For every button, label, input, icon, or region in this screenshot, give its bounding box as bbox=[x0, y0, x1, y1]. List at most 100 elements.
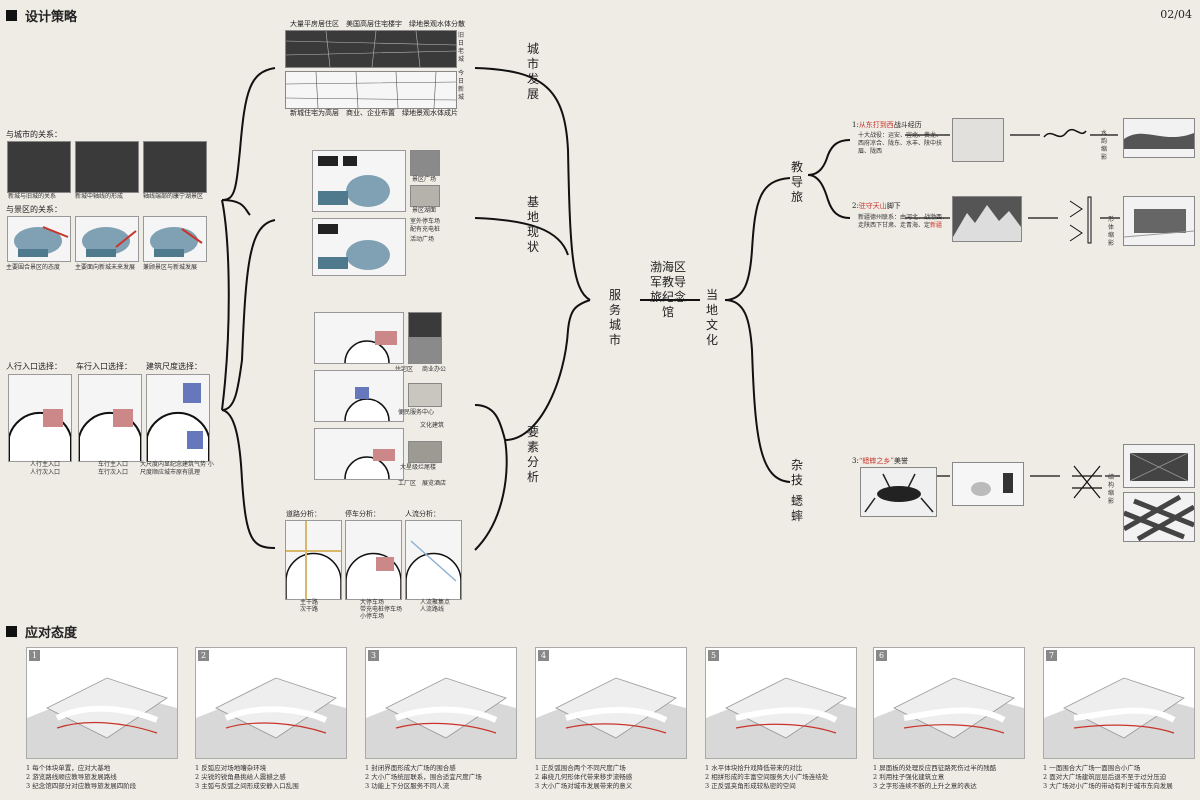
city-dev-top-caption: 大量平房居住区 美国高层住宅楼宇 绿地景观水体分散 bbox=[290, 20, 465, 28]
structure-render-building bbox=[1123, 444, 1195, 488]
car-entrance-plan bbox=[78, 374, 142, 462]
scenic-plan-3 bbox=[143, 216, 207, 262]
scale-plan bbox=[146, 374, 210, 462]
scenic-relation-title: 与景区的关系： bbox=[6, 205, 62, 214]
culture-item-1-body: 十大战役：运安、宜北、黄龙、西府凉合、陇东、水丰、陕中扶眉、陇西 bbox=[858, 132, 943, 155]
response-line: 1 封闭界面形成大广场的围合感 bbox=[365, 764, 456, 772]
ped-legend-main: 人行主入口 bbox=[30, 461, 61, 468]
culture-item-2-body: 新疆德州联系：由河北、战渤西、走陕西下甘肃、走青海、定新疆 bbox=[858, 214, 949, 229]
site-plan-2 bbox=[312, 218, 406, 276]
scenic-plan-1 bbox=[7, 216, 71, 262]
water-form-render bbox=[1123, 118, 1195, 158]
axonometric-sketch bbox=[196, 677, 346, 758]
city-relation-title: 与城市的关系： bbox=[6, 130, 62, 139]
response-number: 5 bbox=[708, 650, 719, 661]
element-plan-3 bbox=[314, 428, 404, 480]
people-legend-gather: 人流聚集点 bbox=[420, 599, 451, 606]
car-legend-sub: 车行次入口 bbox=[98, 469, 129, 476]
response-line: 2 串绕几何形体代带来移步流畅感 bbox=[535, 773, 633, 781]
parking-legend-charging: 带充电桩停车场 bbox=[360, 606, 403, 613]
axonometric-sketch bbox=[366, 677, 516, 758]
section-header-response: 应对态度 bbox=[6, 622, 77, 641]
response-line: 3 大广场对小广场的带动有利于城市东向发展 bbox=[1043, 782, 1173, 790]
site-label-activity: 活动广场 bbox=[410, 236, 435, 243]
header-square-icon bbox=[6, 10, 17, 21]
response-number: 4 bbox=[538, 650, 549, 661]
element-photo-3 bbox=[408, 383, 442, 407]
cricket-cage-photo bbox=[952, 462, 1024, 506]
cricket-label: 蟋蟀 bbox=[790, 494, 803, 523]
response-line: 3 功能上下分区服务不同人流 bbox=[365, 782, 450, 790]
axonometric-sketch bbox=[1044, 677, 1194, 758]
culture-item-3-heading: 3:“蟋蟀之乡”美誉 bbox=[852, 457, 908, 465]
response-line: 1 反弧应对场地嘈杂环境 bbox=[195, 764, 267, 772]
local-culture-label: 当地文化 bbox=[705, 288, 718, 347]
element-label-hotel: 展览酒店 bbox=[422, 480, 447, 487]
response-diagram-5: 5 bbox=[705, 647, 857, 759]
axonometric-sketch bbox=[27, 677, 177, 758]
response-line: 2 相拼形成的丰富空间服务大小广场连结处 bbox=[705, 773, 829, 781]
response-line: 3 纪念馆四部分对应教导旅发展四阶段 bbox=[26, 782, 137, 790]
site-status-label: 基地现状 bbox=[526, 195, 539, 254]
city-relation-map-3 bbox=[143, 141, 207, 193]
response-diagram-6: 6 bbox=[873, 647, 1025, 759]
parking-legend-large: 大停车场 bbox=[360, 599, 385, 606]
site-photo-lake bbox=[410, 185, 440, 207]
old-city-label: 旧日老城 bbox=[458, 32, 465, 63]
ped-entrance-plan bbox=[8, 374, 72, 462]
new-city-map bbox=[285, 71, 457, 109]
site-photo-plaza bbox=[410, 150, 440, 176]
scale-legend: 大尺度内显纪念建筑气势 小尺度顺应城市原有肌理 bbox=[140, 461, 214, 476]
new-city-label: 今日新城 bbox=[458, 70, 465, 101]
city-relation-map-2 bbox=[75, 141, 139, 193]
response-line: 2 大小广场统层联系，围合适宜尺度广场 bbox=[365, 773, 482, 781]
element-label-culture: 文化建筑 bbox=[420, 422, 445, 429]
brigade-label: 教导旅 bbox=[790, 160, 803, 204]
section-header-strategy: 设计策略 bbox=[6, 6, 77, 25]
city-relation-caption-1: 新城与旧城的关系 bbox=[8, 193, 57, 200]
elements-analysis-label: 要素分析 bbox=[526, 425, 539, 484]
parking-plan bbox=[345, 520, 402, 600]
element-label-residential: 住宅区 bbox=[395, 366, 414, 373]
header-square-icon-2 bbox=[6, 626, 17, 637]
site-label-plaza: 景区广场 bbox=[412, 176, 437, 183]
road-legend-sub: 次干路 bbox=[300, 606, 319, 613]
response-line: 2 游览路线顺应教导旅发展路线 bbox=[26, 773, 117, 781]
scale-title: 建筑尺度选择： bbox=[146, 362, 202, 371]
city-relation-map-1 bbox=[7, 141, 71, 193]
response-line: 2 尖锐的锐角悬挑给人震撼之感 bbox=[195, 773, 286, 781]
element-label-service: 便民服务中心 bbox=[398, 409, 435, 416]
road-plan bbox=[285, 520, 342, 600]
site-label-lake: 景区湖面 bbox=[412, 207, 437, 214]
mountain-form-icon bbox=[1069, 196, 1092, 244]
china-map-image bbox=[952, 118, 1004, 162]
section-title-strategy: 设计策略 bbox=[25, 10, 78, 25]
people-legend-route: 人流路线 bbox=[420, 606, 445, 613]
culture-item-1-tag: 水韵缩影 bbox=[1101, 130, 1108, 161]
response-diagram-1: 1 bbox=[26, 647, 178, 759]
memorial-title: 渤海区军教导旅纪念馆 bbox=[649, 260, 686, 319]
site-label-charging: 配有充电桩 bbox=[410, 226, 441, 233]
form-render bbox=[1123, 196, 1195, 246]
scenic-plan-2 bbox=[75, 216, 139, 262]
wave-icon bbox=[1043, 128, 1087, 138]
axonometric-sketch bbox=[536, 677, 686, 758]
old-city-map bbox=[285, 30, 457, 68]
road-analysis-title: 道路分析： bbox=[286, 510, 321, 518]
structure-render-frame bbox=[1123, 492, 1195, 542]
axonometric-sketch bbox=[874, 677, 1024, 758]
section-title-response: 应对态度 bbox=[25, 626, 78, 641]
response-number: 6 bbox=[876, 650, 887, 661]
response-diagram-4: 4 bbox=[535, 647, 687, 759]
people-analysis-title: 人流分析： bbox=[405, 510, 440, 518]
element-plan-2 bbox=[314, 370, 404, 422]
ped-entrance-title: 人行入口选择： bbox=[6, 362, 62, 371]
response-line: 2 面对大广场建筑层层后退不至于过分压迫 bbox=[1043, 773, 1167, 781]
people-plan bbox=[405, 520, 462, 600]
site-plan-1 bbox=[312, 150, 406, 212]
response-diagram-7: 7 bbox=[1043, 647, 1195, 759]
response-number: 7 bbox=[1046, 650, 1057, 661]
